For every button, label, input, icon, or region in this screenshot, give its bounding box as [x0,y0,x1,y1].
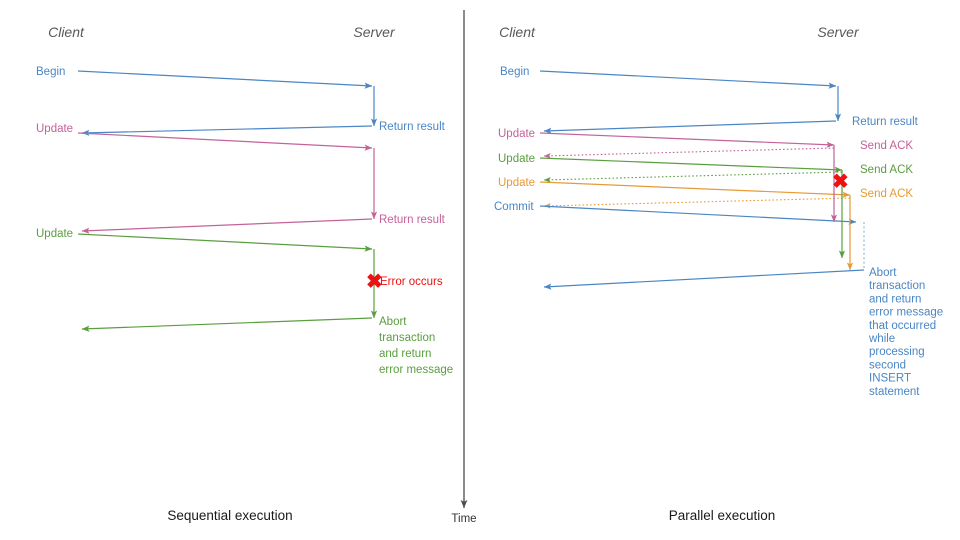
panel-caption: Parallel execution [669,508,776,523]
message-label: Update [36,228,73,240]
message-arrow-response [81,317,373,332]
message-arrow-response [543,197,851,209]
message-label: Return result [852,116,919,128]
message-arrow-request [77,70,373,89]
message-arrow-response [543,171,843,183]
message-arrow-request [77,132,373,151]
message-label: Send ACK [860,188,913,200]
message-label: Return result [379,214,446,226]
message-label: Begin [36,66,65,78]
message-label: Update [36,123,73,135]
message-arrow-request [77,233,373,252]
error-x-glyph: ✖ [366,271,383,293]
lane-title-server: Server [817,24,860,40]
message-label: Send ACK [860,164,913,176]
error-x-glyph: ✖ [832,171,849,193]
message-label: Begin [500,66,529,78]
message-arrow-response [543,120,837,134]
message-label: Return result [379,121,446,133]
message-arrow-response [81,218,373,234]
message-label: Commit [494,201,534,213]
error-x-icon: ✖ [832,171,849,193]
message-label: Update [498,153,535,165]
message-arrow-request [539,70,837,89]
message-arrow-response [543,147,835,159]
lane-title-client: Client [499,24,536,40]
message-label: Update [498,128,535,140]
message-arrow-request [539,132,835,148]
message-label: Update [498,177,535,189]
message-arrow-response [543,269,865,290]
message-arrow-request [539,181,851,198]
message-label: Send ACK [860,140,913,152]
panel-caption: Sequential execution [167,508,292,523]
error-label: Error occurs [380,276,443,288]
time-axis: Time [451,10,477,525]
error-x-icon: ✖Error occurs [366,271,443,293]
message-arrow-request [539,157,843,173]
message-arrow-request [539,205,857,225]
message-arrow-response [81,125,373,136]
lane-title-client: Client [48,24,85,40]
time-axis-label: Time [451,513,476,525]
lane-title-server: Server [353,24,396,40]
